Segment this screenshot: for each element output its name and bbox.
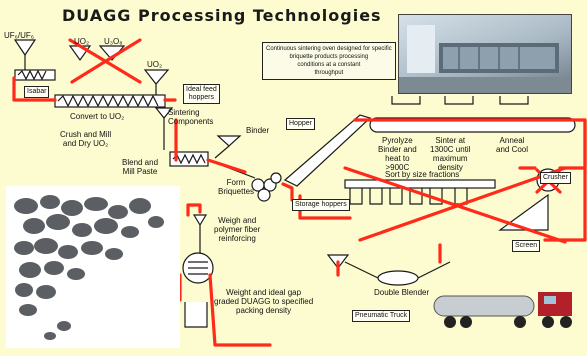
box-screen: Screen: [512, 240, 541, 252]
label-crush-mill: Crush and Mill and Dry UO₂: [60, 130, 112, 148]
industrial-furnace-photo: [398, 14, 572, 94]
label-double-blender: Double Blender: [374, 288, 430, 297]
label-uo2-a: UO₂: [74, 37, 90, 46]
label-weigh-ideal: Weight and ideal gap graded DUAGG to spe…: [214, 288, 314, 315]
box-feed: Isabar: [24, 86, 50, 98]
box-storage-hoppers: Storage hoppers: [292, 199, 350, 211]
oven-note: Continuous sintering oven designed for s…: [262, 42, 396, 80]
label-u3o8: U₃O₈: [104, 37, 123, 46]
truck-art: [433, 292, 572, 328]
label-binder: Binder: [246, 126, 270, 135]
box-hopper: Hopper: [286, 118, 315, 130]
diagram-title: DUAGG Processing Technologies: [62, 6, 382, 25]
box-crusher: Crusher: [540, 172, 571, 184]
label-convert: Convert to UO₂: [70, 112, 125, 121]
label-sort: Sort by size fractions: [385, 170, 460, 179]
furnace-art: [399, 25, 571, 93]
aggregate-art: [14, 195, 164, 340]
duagg-aggregate-photo: [6, 186, 180, 348]
label-weigh-blend: Weigh and polymer fiber reinforcing: [214, 216, 261, 243]
label-feed-uf6: UF₆/UF₆: [4, 31, 35, 40]
label-sinter: Sinter at 1300C until maximum density: [430, 136, 471, 172]
label-sintering: Sintering Components: [168, 108, 214, 126]
label-pyrolyze: Pyrolyze Binder and heat to >900C: [378, 136, 417, 172]
box-pneumatic-truck: Pneumatic Truck: [352, 310, 411, 322]
box-ideal-feed-hoppers: Ideal feed hoppers: [183, 84, 220, 104]
label-uo2-b: UO₂: [147, 60, 163, 69]
label-anneal: Anneal and Cool: [496, 136, 529, 154]
pneumatic-tanker-truck-photo: [430, 288, 582, 332]
label-form-briquettes: Form Briquettes: [218, 178, 255, 196]
label-blend-mill: Blend and Mill Paste: [122, 158, 159, 176]
